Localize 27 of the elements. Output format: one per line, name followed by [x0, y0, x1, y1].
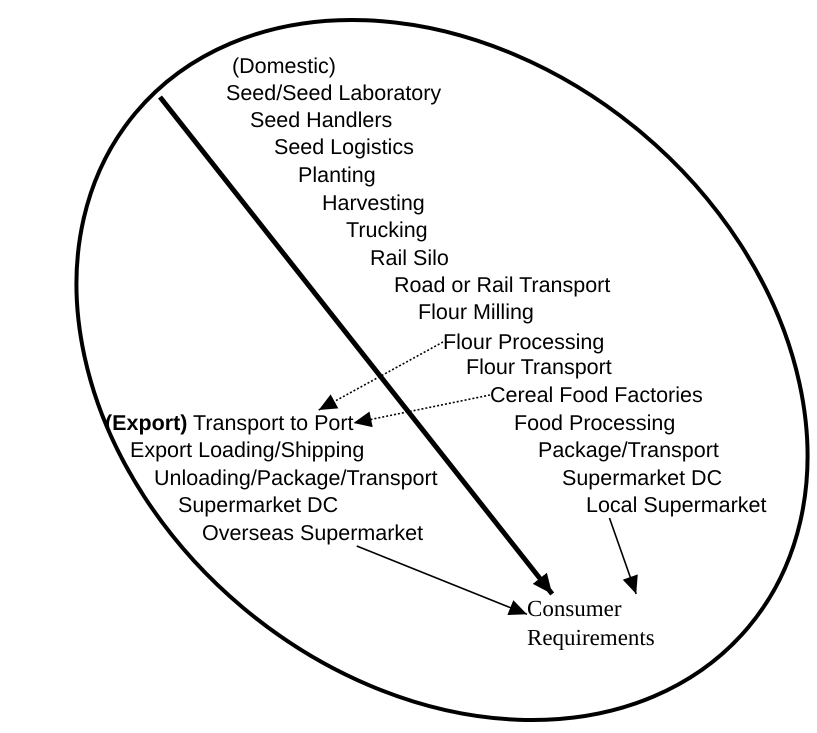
- arrow: [158, 95, 554, 596]
- step-label: Seed Logistics: [274, 134, 414, 160]
- step-label: Cereal Food Factories: [490, 382, 703, 408]
- step-label: Overseas Supermarket: [202, 520, 424, 546]
- step-label: Export Loading/Shipping: [130, 437, 364, 463]
- consumer-requirements-label: Consumer Requirements: [527, 594, 667, 652]
- step-label: (Domestic): [232, 53, 336, 79]
- step-label: Unloading/Package/Transport: [154, 465, 438, 491]
- dotted-arrow: [318, 341, 444, 411]
- step-label: Rail Silo: [370, 245, 449, 271]
- dotted-arrow: [353, 394, 490, 428]
- arrow: [608, 518, 638, 594]
- step-label: Flour Milling: [418, 299, 534, 325]
- step-label: Flour Processing: [443, 329, 604, 355]
- step-label: Seed Handlers: [250, 107, 392, 133]
- step-label: Road or Rail Transport: [394, 272, 610, 298]
- step-label: Supermarket DC: [178, 492, 338, 518]
- step-label: Planting: [298, 162, 376, 188]
- step-label: Supermarket DC: [562, 465, 722, 491]
- step-label: Seed/Seed Laboratory: [226, 80, 442, 106]
- step-label: Trucking: [346, 217, 428, 243]
- step-label: Package/Transport: [538, 437, 719, 463]
- step-label: Flour Transport: [466, 354, 612, 380]
- step-label: Harvesting: [322, 190, 425, 216]
- arrow: [356, 545, 528, 616]
- step-label: Food Processing: [514, 410, 676, 436]
- step-label: Local Supermarket: [586, 492, 766, 518]
